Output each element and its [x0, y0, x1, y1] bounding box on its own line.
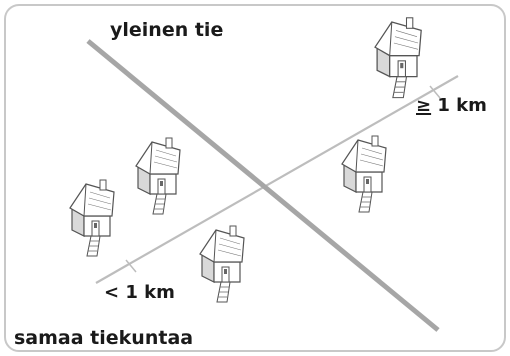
distance-far-label: ≥ 1 km: [416, 97, 487, 115]
house-icon: [341, 135, 387, 213]
greater-equal-sign: ≥: [416, 95, 432, 116]
house-icon: [199, 225, 245, 303]
public-road-label: yleinen tie: [110, 19, 224, 41]
distance-far-value: 1 km: [431, 95, 487, 116]
boundary-tick: [125, 259, 137, 273]
distance-near-label: < 1 km: [104, 282, 175, 303]
boundary-line: [95, 75, 459, 284]
public-road: [86, 39, 440, 332]
house-icon: [374, 17, 422, 99]
boundary-tick: [429, 85, 441, 99]
same-road-association-label: samaa tiekuntaa: [14, 327, 194, 349]
frame: [4, 4, 506, 352]
house-icon: [69, 179, 115, 257]
house-icon: [135, 137, 181, 215]
